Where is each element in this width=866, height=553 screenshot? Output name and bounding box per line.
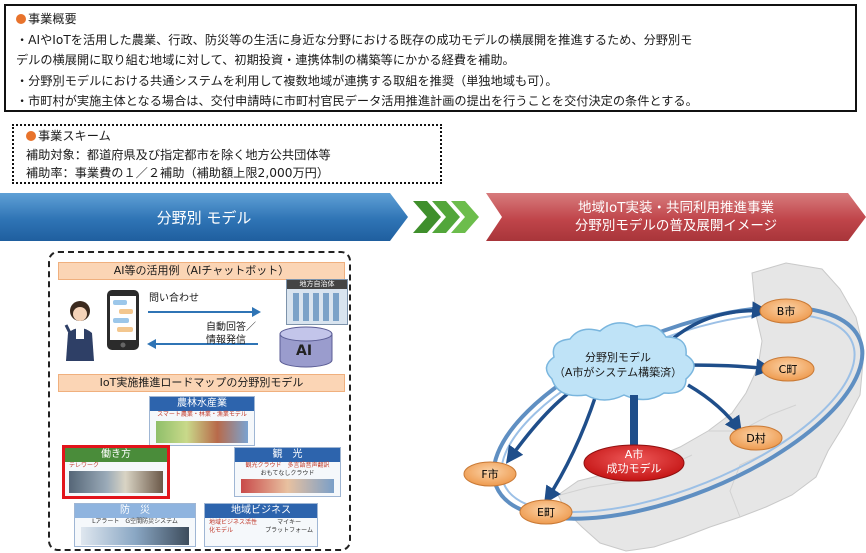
project-title-line1: 地域IoT実装・共同利用推進事業 — [578, 200, 774, 216]
project-arrow: 地域IoT実装・共同利用推進事業 分野別モデルの普及展開イメージ — [486, 193, 866, 241]
hub-node-a — [583, 444, 685, 482]
hub-connector — [630, 395, 638, 447]
overview-line-2: デルの横展開に取り組む地域に対して、初期投資・連携体制の構築等にかかる経費を補助… — [16, 53, 515, 67]
ai-label: AI — [296, 343, 313, 359]
tourism-sub: 観光クラウド 多言語音声翻訳 — [245, 462, 330, 469]
cloud-label-2: （A市がシステム構築済） — [554, 365, 682, 379]
inquiry-arrow-icon — [148, 307, 261, 317]
model-cloud-shape — [545, 322, 695, 401]
agriculture-sub: スマート農業・林業・漁業モデル — [157, 411, 247, 418]
node-e-label: E町 — [537, 506, 555, 519]
agriculture-title: 農林水産業 — [150, 397, 254, 411]
agriculture-box: 農林水産業 スマート農業・林業・漁業モデル — [149, 396, 255, 446]
disaster-photo — [81, 527, 189, 545]
roadmap-band: IoT実施推進ロードマップの分野別モデル — [58, 374, 345, 392]
regional-business-box: 地域ビジネス 地域ビジネス活性化モデル マイキー プラットフォーム — [204, 503, 318, 547]
municipality-building-icon: 地方自治体 — [286, 279, 348, 325]
regional-business-title: 地域ビジネス — [205, 504, 317, 518]
scheme-target: 補助対象：都道府県及び指定都市を除く地方公共団体等 — [26, 147, 331, 162]
bullet-dot-icon — [16, 14, 26, 25]
rollout-diagram: 分野別モデル （A市がシステム構築済） A市 成功モデル B市 C町 D村 E町… — [463, 262, 865, 552]
platform-label: プラットフォーム — [265, 527, 313, 534]
hub-label-2: 成功モデル — [607, 461, 662, 475]
tourism-photo — [241, 479, 334, 493]
overview-line-4: ・市町村が実施主体となる場合は、交付申請時に市町村官民データ活用推進計画の提出を… — [16, 94, 698, 108]
auto-reply-label-2: 情報発信 — [206, 335, 246, 346]
overview-line-3: ・分野別モデルにおける共通システムを利用して複数地域が連携する取組を推奨（単独地… — [16, 73, 558, 88]
overview-heading: 事業概要 — [28, 12, 77, 26]
reply-arrow-icon — [147, 339, 258, 349]
operator-person-icon — [64, 301, 94, 361]
japan-map-shape — [557, 262, 865, 552]
tourism-box: 観 光 観光クラウド 多言語音声翻訳 おもてなしクラウド — [234, 447, 341, 497]
node-b-label: B市 — [777, 304, 796, 318]
node-d-label: D村 — [746, 431, 765, 445]
scheme-box: 事業スキーム 補助対象：都道府県及び指定都市を除く地方公共団体等 補助率：事業費… — [12, 124, 442, 184]
tourism-title: 観 光 — [235, 448, 340, 462]
scheme-heading: 事業スキーム — [38, 129, 111, 143]
work-style-sub: テレワーク — [69, 462, 100, 469]
disaster-sub: Lアラート G空間防災システム — [92, 518, 178, 525]
node-b: B市 — [759, 298, 813, 324]
auto-reply-label-1: 自動回答／ — [206, 322, 256, 333]
chevron-arrows-icon — [413, 201, 479, 233]
node-d: D村 — [729, 425, 783, 451]
examples-panel: AI等の活用例（AIチャットボット） 問い合わせ 自動回答／ 情報発信 地方自治… — [48, 251, 351, 551]
smartphone-icon — [107, 290, 139, 350]
cloud-label-1: 分野別モデル — [585, 350, 651, 364]
scheme-rate: 補助率：事業費の１／２補助（補助額上限2,000万円） — [26, 166, 330, 180]
work-style-photo — [69, 471, 163, 493]
node-f-label: F市 — [481, 467, 498, 481]
work-style-box: 働き方 テレワーク — [62, 445, 170, 499]
municipality-sign: 地方自治体 — [287, 280, 347, 289]
project-title-line2: 分野別モデルの普及展開イメージ — [574, 218, 778, 234]
node-f: F市 — [463, 461, 517, 487]
overview-box: 事業概要 ・AIやIoTを活用した農業、行政、防災等の生活に身近な分野における既… — [4, 4, 857, 112]
ai-database-icon — [279, 326, 333, 368]
agriculture-photo — [156, 421, 248, 443]
bullet-dot-icon — [26, 131, 36, 142]
hub-label-1: A市 — [625, 447, 644, 461]
disaster-title: 防 災 — [75, 504, 195, 518]
node-c-label: C町 — [779, 363, 798, 376]
overview-line-1: ・AIやIoTを活用した農業、行政、防災等の生活に身近な分野における既存の成功モ… — [16, 32, 693, 47]
tourism-extra: おもてなしクラウド — [260, 470, 315, 477]
ai-example-band: AI等の活用例（AIチャットボット） — [58, 262, 345, 280]
disaster-box: 防 災 Lアラート G空間防災システム — [74, 503, 196, 547]
regional-business-sub: 地域ビジネス活性化モデル — [209, 519, 258, 534]
field-model-label: 分野別 モデル — [156, 208, 252, 227]
inquiry-label: 問い合わせ — [149, 293, 199, 304]
mykey-label: マイキー — [277, 519, 302, 526]
field-model-arrow: 分野別 モデル — [0, 193, 408, 241]
work-style-title: 働き方 — [65, 448, 167, 462]
node-c: C町 — [761, 356, 815, 382]
node-e: E町 — [519, 499, 573, 525]
